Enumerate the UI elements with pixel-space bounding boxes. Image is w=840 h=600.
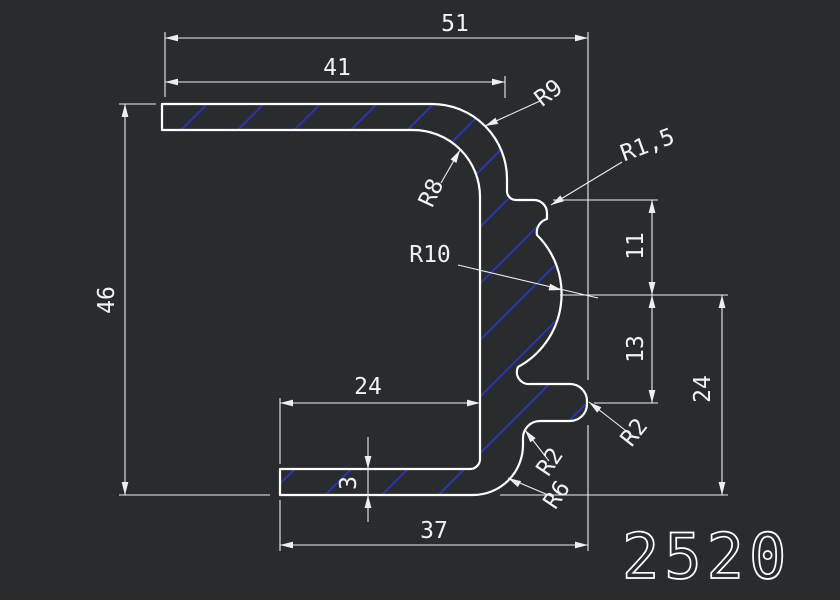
dimension-arrow <box>575 34 588 42</box>
dim-upper-width: 41 <box>165 55 506 98</box>
leader-arrow <box>548 283 562 291</box>
dimension-arrow <box>492 78 505 86</box>
dimension-arrow <box>165 78 178 86</box>
dimension-arrow <box>648 295 656 308</box>
dimension-arrow <box>121 104 129 117</box>
dim-label: 41 <box>323 55 351 81</box>
leader-line <box>457 264 599 299</box>
leader-arrow <box>551 195 564 205</box>
dim-label: 11 <box>623 232 649 260</box>
dim-label: 51 <box>441 11 469 37</box>
dim-label: 3 <box>336 476 362 490</box>
dim-overall-width: 51 <box>164 11 589 380</box>
leader-arrow <box>525 430 536 443</box>
dimension-arrow <box>718 482 726 495</box>
dimension-arrow <box>718 295 726 308</box>
dimension-arrow <box>575 541 588 549</box>
dim-right-upper: 11 <box>553 199 728 296</box>
radius-label: R10 <box>409 242 451 268</box>
leader-arrow <box>589 402 602 413</box>
dimension-arrow <box>648 282 656 295</box>
profile <box>160 102 589 497</box>
dimension-arrow <box>280 399 293 407</box>
part-number: 2520 <box>622 520 791 593</box>
dim-bottom-width: 37 <box>279 425 589 551</box>
dim-label: 24 <box>354 374 382 400</box>
dimension-arrow <box>165 34 178 42</box>
dim-arm-thickness: 3 <box>336 437 372 522</box>
leader-line <box>550 161 623 206</box>
dim-right-lower: 24 <box>500 295 728 496</box>
dim-label: 13 <box>623 335 649 363</box>
leader-arrow <box>450 150 460 163</box>
dimension-arrow <box>648 390 656 403</box>
dim-inner-bottom-width: 24 <box>279 374 480 464</box>
leader-arrow <box>508 478 522 488</box>
dimension-arrow <box>121 482 129 495</box>
dimension-arrow <box>364 456 372 469</box>
dimension-arrow <box>467 399 480 407</box>
dimension-arrow <box>648 200 656 213</box>
dim-right-middle: 13 <box>594 295 658 404</box>
dim-label: 24 <box>690 375 716 403</box>
dim-label: 37 <box>420 518 448 544</box>
dim-overall-height: 46 <box>94 103 270 496</box>
dimension-arrow <box>364 495 372 508</box>
leader-arrow <box>485 117 499 126</box>
profile-outline <box>160 102 589 497</box>
radius-groove: R10 <box>409 242 599 299</box>
dim-label: 46 <box>94 286 120 314</box>
dimension-arrow <box>280 541 293 549</box>
